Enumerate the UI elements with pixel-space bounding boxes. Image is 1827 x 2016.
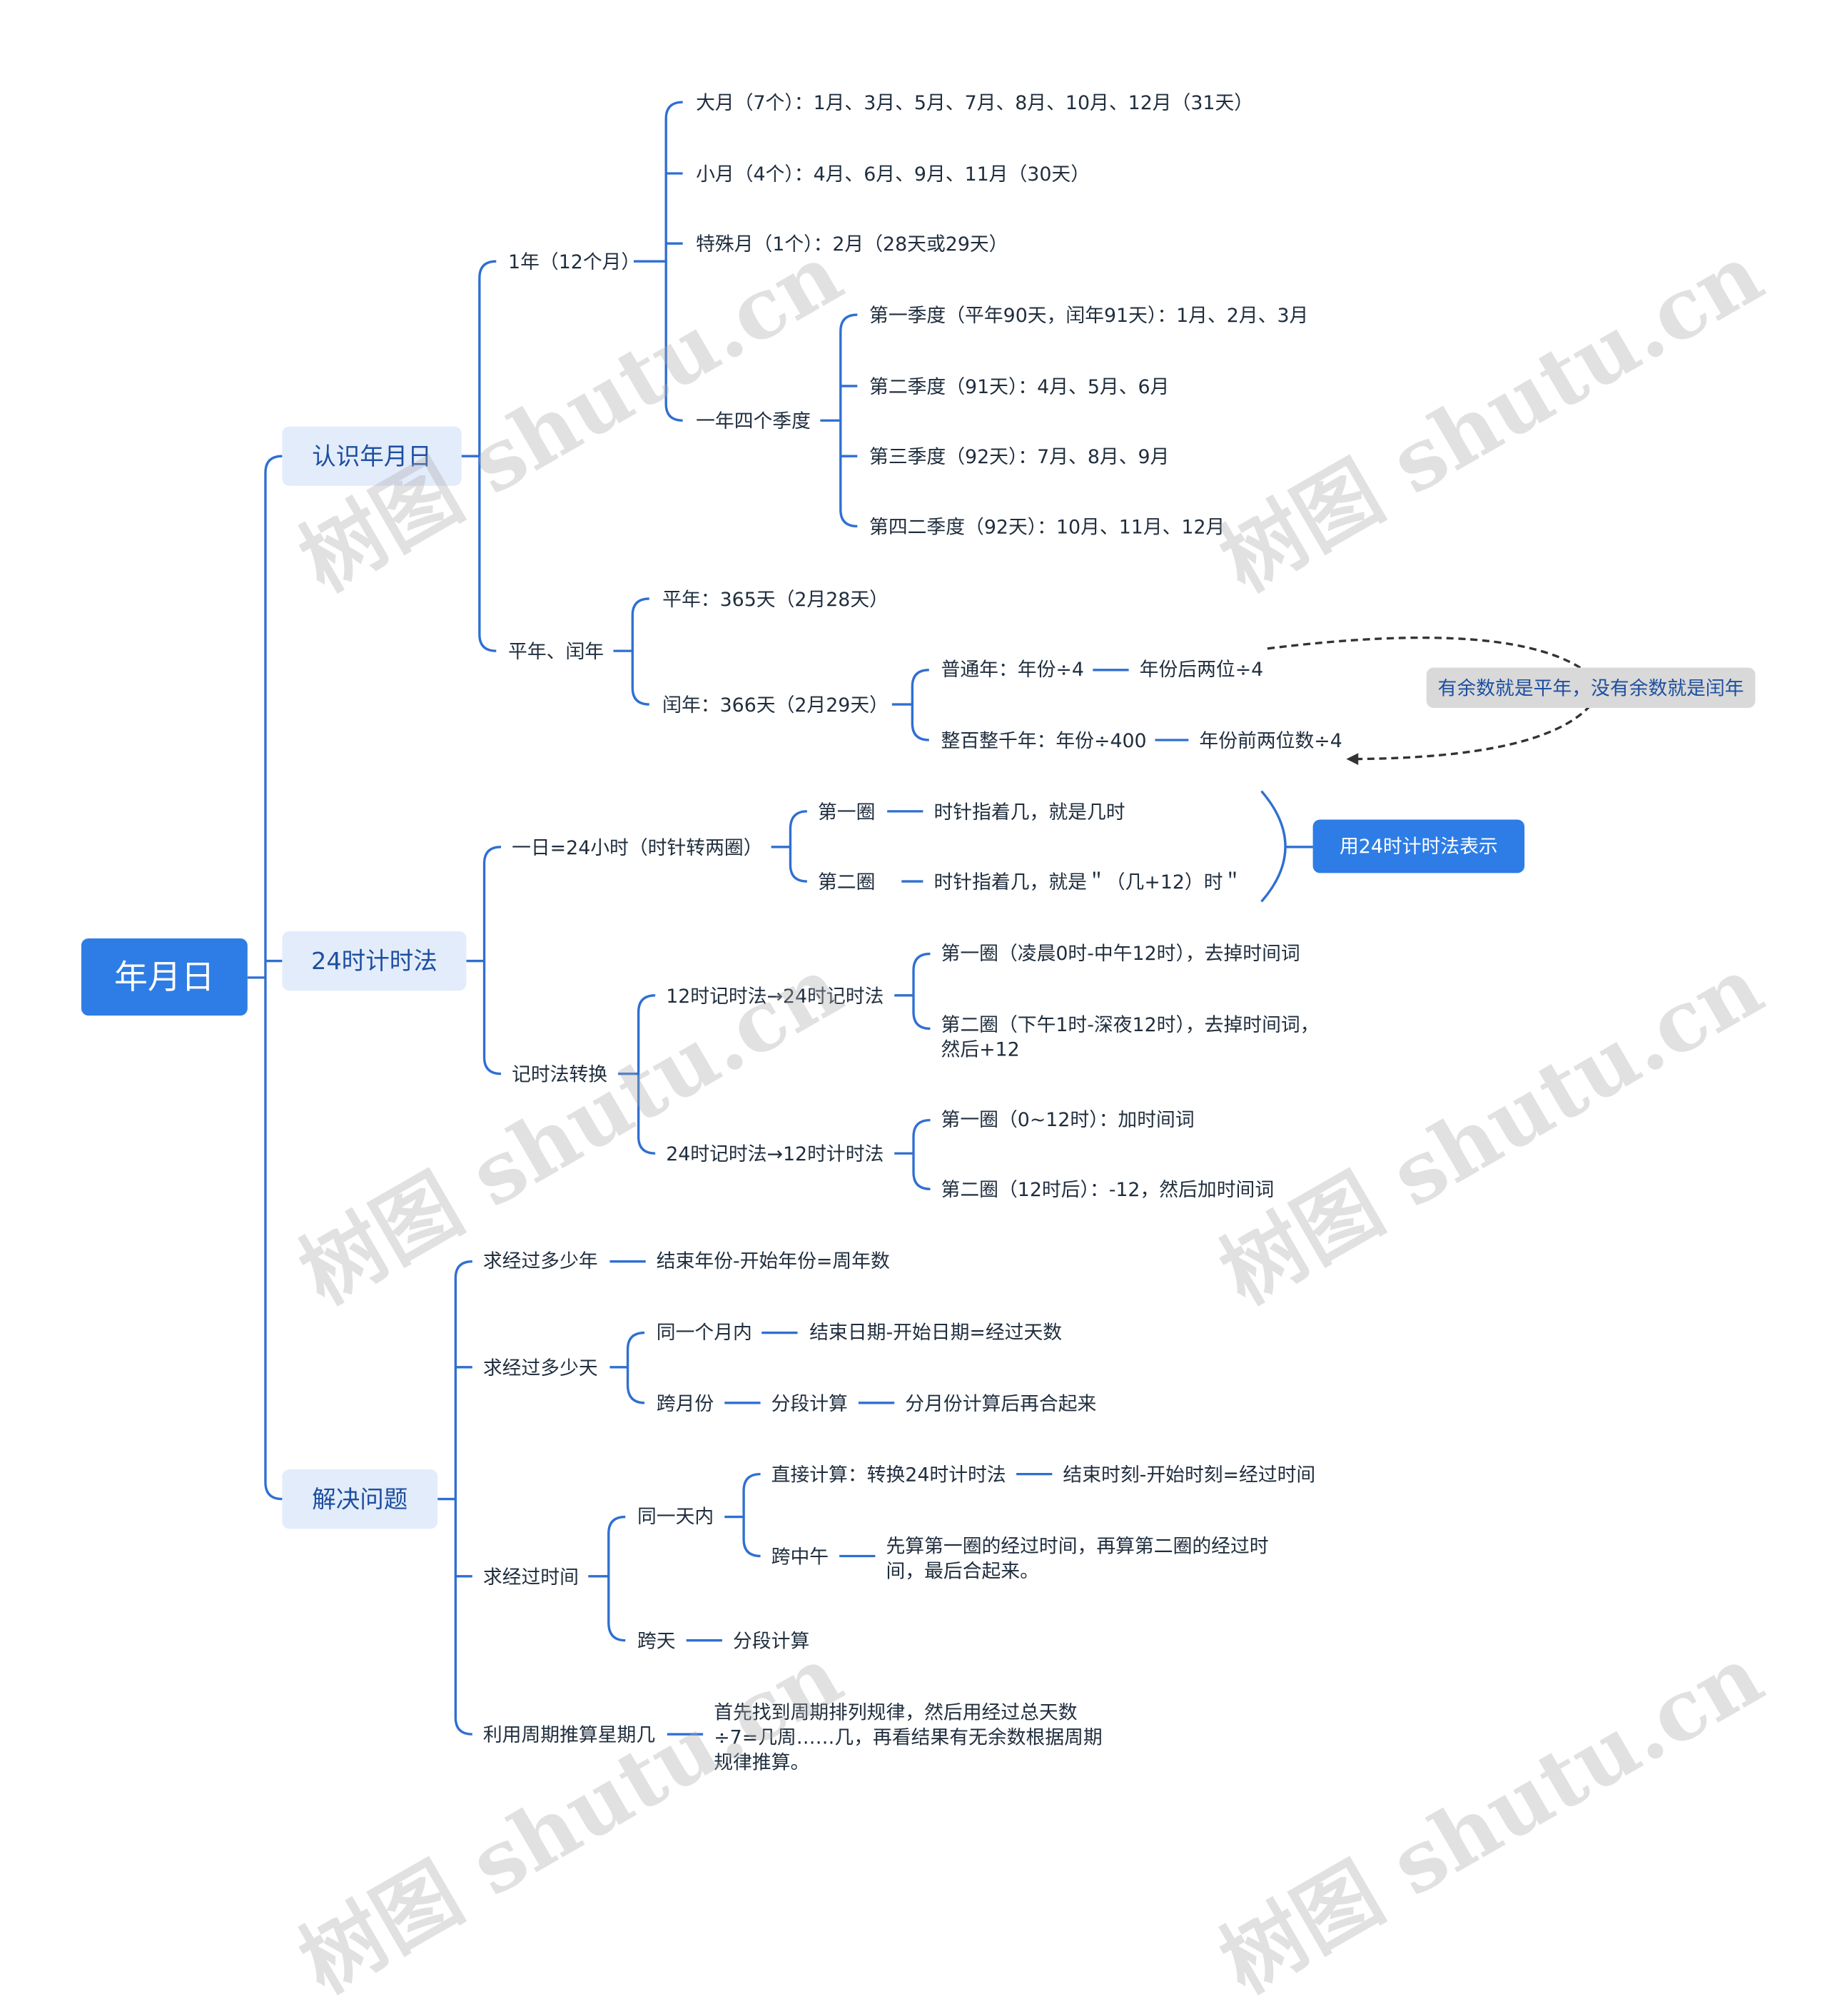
node-weekday[interactable]: 利用周期推算星期几 <box>482 1723 656 1746</box>
node-year[interactable]: 1年（12个月） <box>508 250 641 273</box>
node-solve-years-rule[interactable]: 结束年份-开始年份=周年数 <box>656 1250 890 1272</box>
node-24to12-c2[interactable]: 第二圈（12时后）：-12，然后加时间词 <box>941 1178 1275 1201</box>
node-normal-year[interactable]: 普通年：年份÷4 <box>941 658 1084 681</box>
node-leap[interactable]: 平年、闰年 <box>508 640 604 663</box>
branch-24h[interactable]: 24时计时法 <box>282 931 467 991</box>
node-solve-time[interactable]: 求经过时间 <box>482 1565 579 1589</box>
mindmap-canvas: 年月日 认识年月日 24时计时法 解决问题 1年（12个月） 大月（7个）：1月… <box>81 91 1778 2012</box>
mindmap-stage: 年月日 认识年月日 24时计时法 解决问题 1年（12个月） 大月（7个）：1月… <box>81 91 1778 2012</box>
node-same-day[interactable]: 同一天内 <box>637 1504 714 1528</box>
node-cross-day-rule[interactable]: 分段计算 <box>733 1629 810 1653</box>
root-node[interactable]: 年月日 <box>81 938 248 1016</box>
node-weekday-rule[interactable]: 首先找到周期排列规律，然后用经过总天数÷7=几周……几，再看结果有无余数根据周期… <box>714 1701 1103 1774</box>
summary-24h[interactable]: 用24时计时法表示 <box>1312 819 1525 873</box>
node-century-year[interactable]: 整百整千年：年份÷400 <box>941 729 1147 752</box>
connector-lines <box>247 101 1591 1736</box>
node-direct-calc-rule[interactable]: 结束时刻-开始时刻=经过时间 <box>1063 1463 1316 1486</box>
node-q4[interactable]: 第四二季度（92天）：10月、11月、12月 <box>869 515 1225 539</box>
node-24to12[interactable]: 24时记时法→12时计时法 <box>666 1143 884 1165</box>
node-cross-month-step[interactable]: 分段计算 <box>771 1392 848 1415</box>
node-circle2-rule[interactable]: 时针指着几，就是＂（几+12）时＂ <box>933 871 1243 893</box>
node-leap-year[interactable]: 闰年：366天（2月29天） <box>662 694 889 716</box>
node-cross-day[interactable]: 跨天 <box>637 1629 676 1653</box>
node-12to24[interactable]: 12时记时法→24时记时法 <box>666 984 884 1008</box>
node-circle2[interactable]: 第二圈 <box>817 871 876 893</box>
node-cross-noon-rule[interactable]: 先算第一圈的经过时间，再算第二圈的经过时间，最后合起来。 <box>886 1534 1269 1583</box>
branch-recognize[interactable]: 认识年月日 <box>282 426 462 486</box>
node-special-month[interactable]: 特殊月（1个）：2月（28天或29天） <box>696 233 1008 255</box>
node-big-month[interactable]: 大月（7个）：1月、3月、5月、7月、8月、10月、12月（31天） <box>696 91 1254 114</box>
node-q2[interactable]: 第二季度（91天）：4月、5月、6月 <box>869 375 1170 398</box>
node-q1[interactable]: 第一季度（平年90天，闰年91天）：1月、2月、3月 <box>869 304 1309 327</box>
note-leap-rule[interactable]: 有余数就是平年，没有余数就是闰年 <box>1426 667 1756 709</box>
node-24to12-c1[interactable]: 第一圈（0~12时）：加时间词 <box>941 1108 1195 1131</box>
node-cross-noon[interactable]: 跨中午 <box>771 1545 829 1569</box>
node-cross-month-rule[interactable]: 分月份计算后再合起来 <box>905 1392 1097 1415</box>
node-small-month[interactable]: 小月（4个）：4月、6月、9月、11月（30天） <box>696 163 1090 186</box>
node-seasons[interactable]: 一年四个季度 <box>696 410 811 432</box>
node-conversion[interactable]: 记时法转换 <box>512 1063 608 1086</box>
node-same-month[interactable]: 同一个月内 <box>656 1320 752 1344</box>
node-normal-rule[interactable]: 年份后两位÷4 <box>1139 658 1264 681</box>
node-q3[interactable]: 第三季度（92天）：7月、8月、9月 <box>869 445 1170 468</box>
node-solve-days[interactable]: 求经过多少天 <box>482 1356 598 1379</box>
branch-solve[interactable]: 解决问题 <box>282 1469 438 1529</box>
node-solve-years[interactable]: 求经过多少年 <box>482 1250 598 1272</box>
node-12to24-c1[interactable]: 第一圈（凌晨0时-中午12时），去掉时间词 <box>941 941 1300 965</box>
node-circle1-rule[interactable]: 时针指着几，就是几时 <box>933 800 1125 824</box>
node-cross-month[interactable]: 跨月份 <box>656 1392 714 1415</box>
node-same-month-rule[interactable]: 结束日期-开始日期=经过天数 <box>809 1320 1063 1344</box>
node-day[interactable]: 一日=24小时（时针转两圈） <box>512 836 763 859</box>
node-direct-calc[interactable]: 直接计算：转换24时计时法 <box>771 1463 1006 1486</box>
node-12to24-c2[interactable]: 第二圈（下午1时-深夜12时），去掉时间词，然后+12 <box>941 1013 1320 1061</box>
node-common-year[interactable]: 平年：365天（2月28天） <box>662 587 889 611</box>
node-circle1[interactable]: 第一圈 <box>817 800 876 824</box>
node-century-rule[interactable]: 年份前两位数÷4 <box>1199 729 1342 752</box>
